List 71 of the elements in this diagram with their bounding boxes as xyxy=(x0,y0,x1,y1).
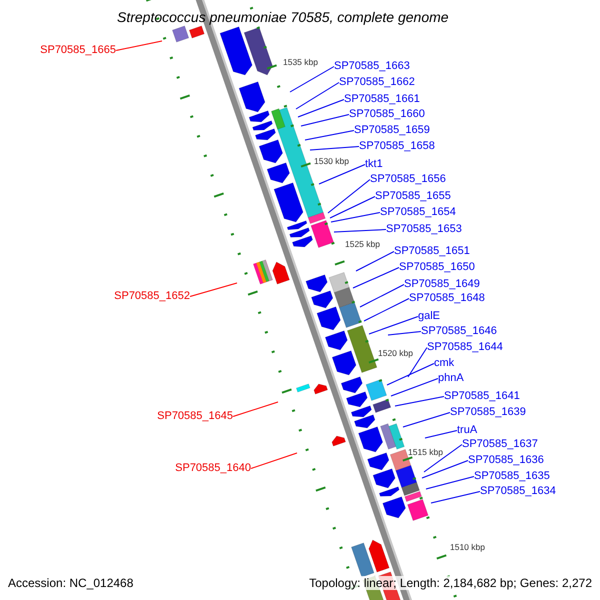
gene-label: phnA xyxy=(438,373,464,384)
scale-label: 1530 kbp xyxy=(314,157,349,166)
leader-line xyxy=(394,396,444,406)
gene-label: SP70585_1658 xyxy=(359,141,435,152)
genome-summary-text: Topology: linear; Length: 2,184,682 bp; Genes: 2,272 xyxy=(309,576,592,590)
gene-label: SP70585_1652 xyxy=(114,291,190,302)
gene-label: cmk xyxy=(434,358,454,369)
gene-label: SP70585_1665 xyxy=(40,45,116,56)
leader-line xyxy=(402,412,450,428)
leader-line xyxy=(424,444,462,472)
leader-line xyxy=(388,331,422,336)
gene-label: SP70585_1639 xyxy=(450,407,526,418)
gene-label: SP70585_1637 xyxy=(462,439,538,450)
leader-line xyxy=(426,476,474,490)
leader-line xyxy=(422,460,468,478)
gene-label: SP70585_1635 xyxy=(474,471,550,482)
leader-line xyxy=(116,40,162,51)
leader-line xyxy=(298,99,344,118)
leader-line xyxy=(334,229,386,232)
leader-line xyxy=(330,196,376,218)
leader-line xyxy=(356,251,394,272)
gene-label: SP70585_1653 xyxy=(386,224,462,235)
leader-line xyxy=(424,430,458,438)
gene-label: SP70585_1644 xyxy=(427,342,503,353)
leader-line xyxy=(408,347,428,378)
gene-label: SP70585_1649 xyxy=(404,279,480,290)
leader-line xyxy=(310,146,360,150)
leader-line xyxy=(360,284,404,308)
gene-label: SP70585_1656 xyxy=(370,174,446,185)
leader-line xyxy=(352,267,400,288)
leader-line xyxy=(250,452,298,469)
gene-label: SP70585_1641 xyxy=(444,391,520,402)
gene-label: SP70585_1645 xyxy=(157,411,233,422)
gene-label: SP70585_1659 xyxy=(354,125,430,136)
leader-line xyxy=(190,282,238,297)
scale-label: 1535 kbp xyxy=(283,58,318,66)
leader-line xyxy=(300,114,350,126)
scale-label: 1520 kbp xyxy=(378,349,413,358)
gene-label: galE xyxy=(418,311,440,322)
leader-line xyxy=(290,66,334,92)
leader-line xyxy=(304,130,354,140)
leader-line xyxy=(368,316,418,334)
scale-label: 1515 kbp xyxy=(408,448,443,456)
leader-line xyxy=(318,164,366,184)
gene-label: SP70585_1650 xyxy=(399,262,475,273)
gene-label: SP70585_1660 xyxy=(349,109,425,120)
gene-label: SP70585_1655 xyxy=(375,191,451,202)
accession-text: Accession: NC_012468 xyxy=(8,576,134,590)
gene-label: SP70585_1634 xyxy=(480,486,556,497)
gene-label: SP70585_1648 xyxy=(409,293,485,304)
gene-label: SP70585_1654 xyxy=(380,207,456,218)
leader-line xyxy=(430,491,480,504)
gene-label: SP70585_1661 xyxy=(344,94,420,105)
gene-label: tkt1 xyxy=(365,159,383,170)
title: Streptococcus pneumoniae 70585, complete genome xyxy=(117,10,449,24)
scale-label: 1510 kbp xyxy=(450,543,485,552)
leader-line xyxy=(330,212,380,222)
leader-line xyxy=(232,402,278,417)
scale-label: 1525 kbp xyxy=(345,240,380,248)
leader-line xyxy=(390,378,438,396)
gene-label: SP70585_1651 xyxy=(394,246,470,257)
gene-label: SP70585_1636 xyxy=(468,455,544,466)
leader-line xyxy=(328,179,370,214)
gene-label: truA xyxy=(457,425,478,436)
leader-line xyxy=(296,82,340,110)
gene-label: SP70585_1662 xyxy=(339,77,415,88)
leader-line xyxy=(364,298,410,322)
leader-line xyxy=(386,363,434,386)
gene-label: SP70585_1646 xyxy=(421,326,497,337)
gene-label: SP70585_1663 xyxy=(334,61,410,72)
gene-label: SP70585_1640 xyxy=(175,463,251,474)
